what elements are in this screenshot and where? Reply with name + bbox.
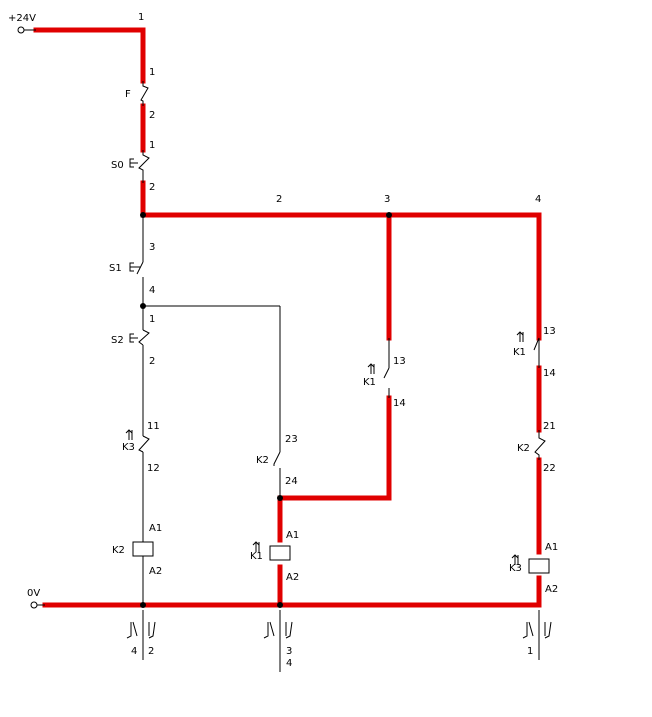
svg-text:23: 23 — [285, 434, 298, 445]
ground-label: 0V — [27, 588, 40, 599]
svg-text:2: 2 — [149, 356, 155, 367]
svg-text:K3: K3 — [122, 442, 135, 453]
svg-text:A1: A1 — [149, 523, 162, 534]
svg-text:14: 14 — [393, 398, 406, 409]
k3-nc-contact: 11 K3 12 — [122, 421, 160, 474]
idle-wires — [142, 215, 540, 605]
svg-text:K3: K3 — [509, 563, 522, 574]
junction-dot — [277, 602, 283, 608]
svg-text:K1: K1 — [363, 377, 376, 388]
svg-text:22: 22 — [543, 463, 556, 474]
svg-text:A1: A1 — [545, 542, 558, 553]
junction-dot — [140, 303, 146, 309]
svg-text:S1: S1 — [109, 263, 122, 274]
svg-text:2: 2 — [149, 110, 155, 121]
top-terminal-label: 1 — [138, 12, 144, 23]
svg-text:K1: K1 — [513, 347, 526, 358]
svg-text:K2: K2 — [256, 455, 269, 466]
fuse-f: 1 F 2 — [125, 67, 155, 121]
svg-text:4: 4 — [131, 646, 137, 657]
ground-terminal: 0V — [27, 588, 45, 609]
k2-nc-contact: 21 K2 22 — [517, 421, 556, 474]
junction-dot — [140, 602, 146, 608]
k2-contact-reference: 4 2 — [126, 610, 156, 660]
svg-text:K1: K1 — [250, 551, 263, 562]
junction-dot — [140, 212, 146, 218]
svg-text:1: 1 — [149, 140, 155, 151]
svg-text:12: 12 — [147, 463, 160, 474]
svg-text:13: 13 — [393, 356, 406, 367]
supply-terminal: +24V — [8, 13, 36, 34]
svg-text:4: 4 — [286, 658, 292, 669]
svg-text:1: 1 — [149, 67, 155, 78]
branch-label: 2 — [276, 194, 282, 205]
k3-coil: A1 K3 A2 — [509, 542, 558, 595]
k1-no-contact-a: 13 K1 14 — [363, 338, 406, 409]
svg-text:13: 13 — [543, 326, 556, 337]
svg-text:3: 3 — [286, 646, 292, 657]
switch-s2: S2 2 — [111, 329, 155, 367]
supply-wire — [33, 27, 146, 84]
svg-text:A2: A2 — [149, 566, 162, 577]
svg-text:11: 11 — [147, 421, 160, 432]
wire-k1-contact-a-to-k1-coil — [277, 395, 392, 543]
svg-text:4: 4 — [149, 285, 155, 296]
k2-no-contact: 23 K2 24 — [256, 434, 298, 487]
junction-nodes — [140, 212, 392, 608]
svg-text:A2: A2 — [545, 584, 558, 595]
junction-dot — [277, 495, 283, 501]
svg-text:A1: A1 — [286, 530, 299, 541]
k1-coil: A1 K1 A2 — [250, 530, 299, 583]
svg-text:S2: S2 — [111, 335, 124, 346]
svg-text:1: 1 — [527, 646, 533, 657]
switch-s1: 3 S1 4 — [109, 242, 155, 296]
svg-text:2: 2 — [148, 646, 154, 657]
svg-text:A2: A2 — [286, 572, 299, 583]
supply-label: +24V — [8, 13, 36, 24]
svg-text:3: 3 — [149, 242, 155, 253]
junction-dot — [386, 212, 392, 218]
branch-label: 3 — [384, 194, 390, 205]
svg-text:S0: S0 — [111, 160, 124, 171]
branch-label: 4 — [535, 194, 541, 205]
k2-coil: A1 K2 A2 — [112, 523, 162, 577]
svg-text:F: F — [125, 89, 131, 100]
svg-text:K2: K2 — [112, 545, 125, 556]
svg-text:21: 21 — [543, 421, 556, 432]
k1-contact-reference: 3 4 — [263, 610, 293, 672]
s1-branch-label: 1 — [149, 314, 155, 325]
switch-s0: 1 S0 2 — [111, 140, 155, 193]
k1-no-contact-b: 13 K1 14 — [513, 326, 556, 379]
svg-text:2: 2 — [149, 182, 155, 193]
svg-text:24: 24 — [285, 476, 298, 487]
svg-text:K2: K2 — [517, 443, 530, 454]
energized-wires — [33, 27, 542, 608]
k3-contact-reference: 1 — [522, 610, 552, 660]
svg-text:14: 14 — [543, 368, 556, 379]
